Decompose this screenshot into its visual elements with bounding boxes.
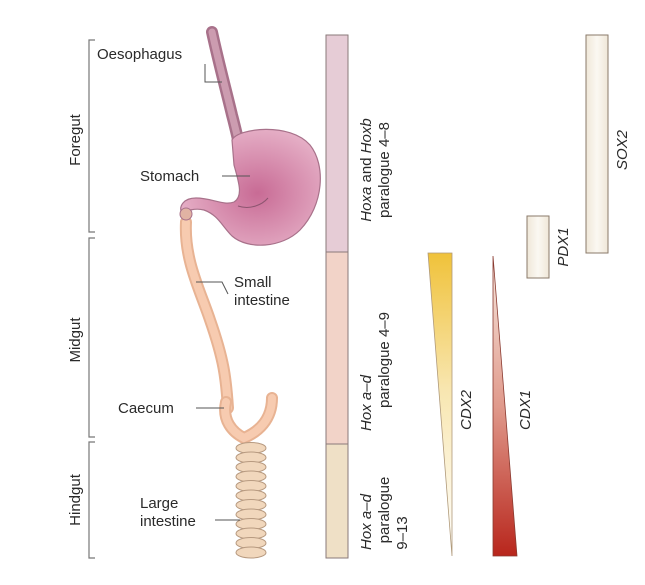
caecum-label: Caecum — [118, 400, 174, 417]
hox-midgut-label-1: Hox a–d — [358, 374, 375, 431]
cdx2-label: CDX2 — [458, 389, 475, 430]
oesophagus-label: Oesophagus — [97, 46, 182, 63]
small-intestine-label-1: Small — [234, 274, 272, 291]
hox-segment-midgut — [326, 252, 348, 444]
large-intestine — [236, 443, 266, 559]
sox2-label: SOX2 — [614, 129, 631, 170]
hindgut-bracket — [89, 442, 95, 558]
cdx2-gradient-wedge — [428, 253, 452, 556]
hox-segment-foregut — [326, 35, 348, 252]
hindgut-label: Hindgut — [67, 473, 84, 526]
cdx1-gradient-wedge — [493, 256, 517, 556]
hox-hindgut-label-1: Hox a–d — [358, 493, 375, 550]
midgut-label: Midgut — [67, 317, 84, 363]
pdx1-label: PDX1 — [555, 227, 572, 266]
stomach — [181, 129, 321, 245]
foregut-bracket — [89, 40, 95, 232]
hox-foregut-label-1: Hoxa and Hoxb — [358, 118, 375, 221]
midgut-bracket — [89, 238, 95, 437]
large-intestine-label-1: Large — [140, 495, 178, 512]
large-intestine-ring — [236, 547, 266, 558]
large-intestine-label-2: intestine — [140, 513, 196, 530]
hox-foregut-label-2: paralogue 4–8 — [376, 122, 393, 218]
cdx1-label: CDX1 — [517, 390, 534, 430]
hox-midgut-label-2: paralogue 4–9 — [376, 312, 393, 408]
region-brackets — [89, 40, 95, 558]
foregut-label: Foregut — [67, 113, 84, 166]
hox-hindgut-label-2: paralogue — [376, 477, 393, 544]
hox-hindgut-label-3: 9–13 — [394, 516, 411, 549]
hox-segment-hindgut — [326, 444, 348, 558]
hox-bar — [326, 35, 348, 558]
sox2-bar — [586, 35, 608, 253]
small-intestine-label-2: intestine — [234, 292, 290, 309]
stomach-label: Stomach — [140, 168, 199, 185]
pdx1-bar — [527, 216, 549, 278]
